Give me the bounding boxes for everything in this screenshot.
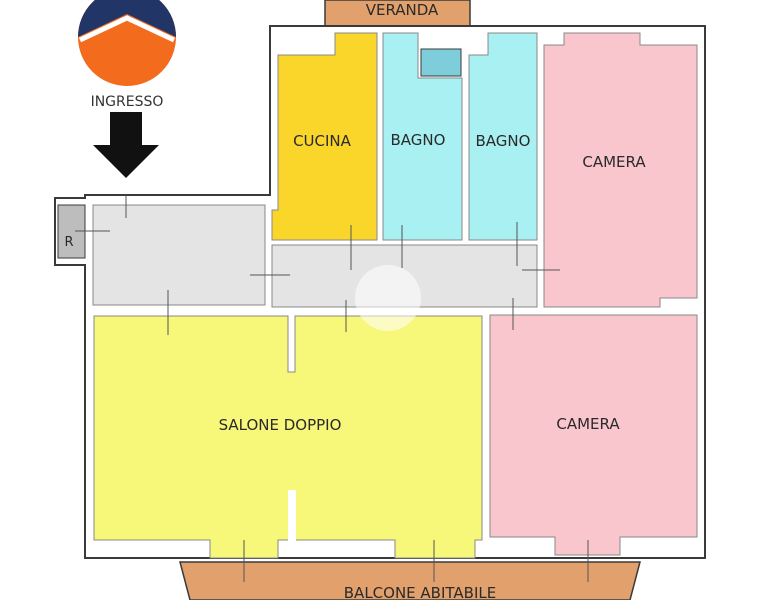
room-bagno-2-label: BAGNO	[476, 132, 531, 150]
room-bagno-2	[468, 32, 538, 241]
bathtub-fixture	[420, 48, 462, 77]
room-cucina	[271, 32, 378, 241]
logo-cap	[78, 0, 176, 37]
room-salone	[93, 315, 483, 559]
entrance-arrow-icon	[93, 112, 159, 178]
room-cucina-label: CUCINA	[293, 132, 352, 150]
room-veranda	[324, 0, 471, 27]
room-camera-bottom	[489, 314, 698, 556]
corridor-entry	[92, 204, 266, 306]
room-camera-top-label: CAMERA	[582, 153, 646, 171]
logo	[78, 0, 176, 86]
room-balcone	[179, 561, 641, 600]
room-camera-top	[543, 32, 698, 308]
room-ripostiglio-label: R	[64, 235, 73, 250]
watermark	[355, 265, 421, 331]
room-salone-label: SALONE DOPPIO	[219, 416, 342, 434]
room-bagno-1-label: BAGNO	[391, 131, 446, 149]
room-bagno-1	[382, 32, 463, 241]
door-marks	[75, 195, 589, 582]
room-camera-bottom-label: CAMERA	[556, 415, 620, 433]
entrance-label: INGRESSO	[91, 94, 164, 110]
logo-roof	[78, 15, 176, 43]
living-partition	[288, 490, 296, 542]
room-balcone-label: BALCONE ABITABILE	[344, 584, 496, 600]
room-veranda-label: VERANDA	[366, 1, 439, 19]
